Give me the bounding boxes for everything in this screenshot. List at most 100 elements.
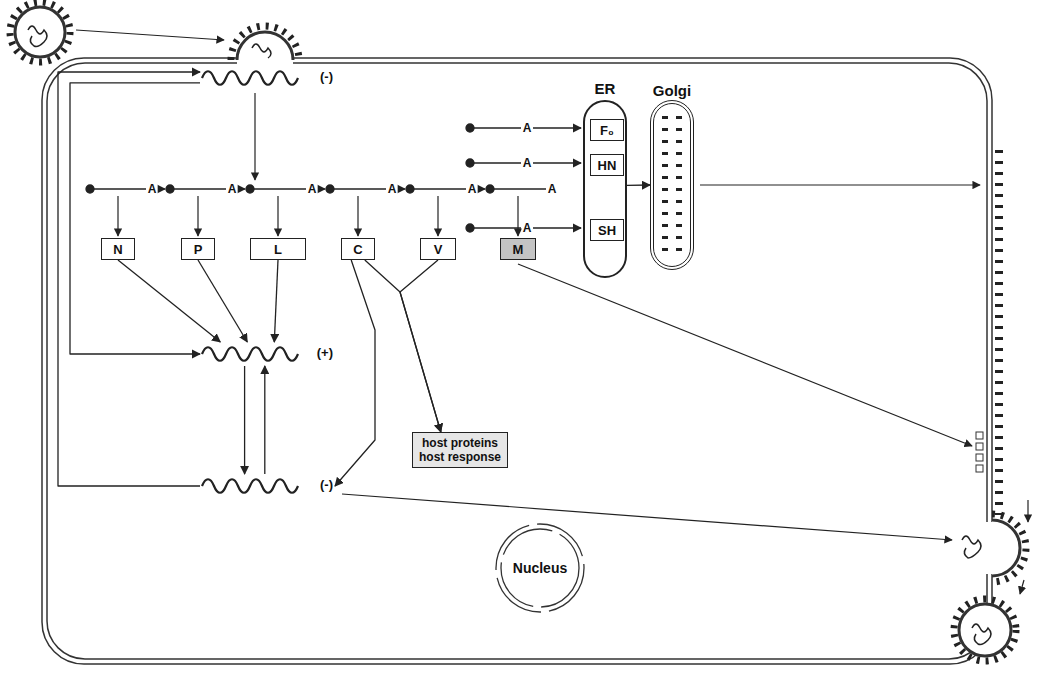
host-response-box: host proteins host response (412, 432, 508, 468)
rna-strand: (+) (200, 342, 335, 366)
node-label: N (113, 242, 122, 257)
cell-membrane (42, 58, 992, 664)
node-label: Nucleus (494, 560, 586, 576)
rnp-transport-arrow (342, 494, 952, 540)
rna-wave-line (202, 71, 298, 85)
rna-wave (200, 342, 300, 366)
m-square (976, 454, 983, 461)
node-label: (+) (317, 345, 333, 360)
mrna (410, 188, 466, 189)
golgi-glycoproteins (654, 104, 690, 266)
node-label: P (194, 242, 203, 257)
er-mrna-rows (466, 124, 581, 232)
glycoprotein-box: F₀ (590, 119, 624, 141)
released-virion (954, 599, 1016, 661)
rna-wave-line (202, 479, 298, 493)
bud-glycoproteins (992, 514, 1026, 582)
nucleocapsid (28, 26, 47, 47)
node-label: host proteins host response (419, 436, 501, 464)
surface-glycoproteins (995, 150, 1003, 515)
m-square (976, 443, 983, 450)
mrna (490, 188, 546, 189)
connector-arrow (400, 260, 441, 432)
node-label: SH (598, 223, 616, 238)
node-label: M (513, 242, 524, 257)
membrane-outer (42, 58, 992, 664)
mrna-arrow (238, 188, 245, 189)
translation-arrow (197, 196, 198, 236)
mrna-arrow (158, 188, 165, 189)
glycoprotein-spikes (662, 116, 668, 254)
mrna-arrow (318, 188, 325, 189)
polya-label: A (227, 183, 238, 196)
glycoprotein-transport-arrow (700, 184, 980, 185)
glycoprotein-box: SH (590, 219, 624, 241)
connector-arrow (365, 260, 441, 432)
translation-arrow (117, 196, 118, 236)
virion-envelope (15, 7, 65, 57)
entry-bud-glycoproteins (231, 26, 299, 60)
mrna-arrow (533, 127, 581, 128)
mrna-arrow (533, 227, 581, 228)
attachment-arrow (76, 30, 224, 40)
node-label: (-) (320, 69, 333, 84)
virion-envelope (959, 604, 1011, 656)
connector-arrow (70, 83, 200, 354)
organelle-label: ER (595, 80, 616, 97)
m-protein-squares (976, 432, 983, 472)
release-arrow (1020, 580, 1024, 594)
virion-spikes (10, 2, 70, 62)
rna-wave-line (202, 347, 298, 361)
connector-arrow (58, 72, 200, 486)
connector-arrow (264, 366, 265, 474)
m-transport-arrow (518, 264, 972, 446)
protein-box: N (101, 238, 135, 260)
mrna-arrow (478, 188, 485, 189)
rna-wave (200, 66, 300, 90)
mrna (90, 188, 146, 189)
node-label: C (353, 242, 362, 257)
polya-label: A (522, 157, 533, 170)
mrna (170, 188, 226, 189)
connector-arrow (244, 366, 245, 474)
translation-arrow (357, 196, 358, 236)
nucleocapsid (252, 44, 271, 58)
mrna (470, 162, 521, 163)
polya-label: A (522, 122, 533, 135)
mrna (250, 188, 306, 189)
polya-label: A (147, 183, 158, 196)
translation-arrows (118, 93, 980, 540)
node-label: F₀ (600, 123, 614, 138)
rna-strand: (-) (200, 66, 335, 90)
translation-arrow (437, 196, 438, 236)
node-label: V (434, 242, 443, 257)
rna-wave (200, 474, 300, 498)
mrna (470, 127, 521, 128)
translation-arrow (517, 196, 518, 236)
mrna (470, 227, 521, 228)
connector-arrow (198, 260, 247, 342)
protein-box: M (500, 238, 536, 260)
organelle-label: Golgi (653, 82, 691, 99)
protein-box: L (250, 238, 306, 260)
virion (10, 2, 70, 62)
polya-label: A (467, 183, 478, 196)
rna-strand: (-) (200, 474, 335, 498)
protein-box: C (341, 238, 375, 260)
nucleocapsid (962, 536, 981, 558)
node-label: HN (598, 158, 617, 173)
glycoprotein-box: HN (590, 154, 624, 176)
m-square (976, 465, 983, 472)
virion-spikes (954, 599, 1016, 661)
protein-box: V (420, 238, 456, 260)
polya-label: A (307, 183, 318, 196)
transcription-arrow (254, 93, 255, 180)
protein-box: P (181, 238, 215, 260)
polya-label: A (387, 183, 398, 196)
membrane-inner (47, 63, 987, 659)
nucleus-circle: Nucleus (494, 522, 586, 614)
nucleocapsid (972, 624, 991, 645)
polya-label: A (522, 222, 533, 235)
